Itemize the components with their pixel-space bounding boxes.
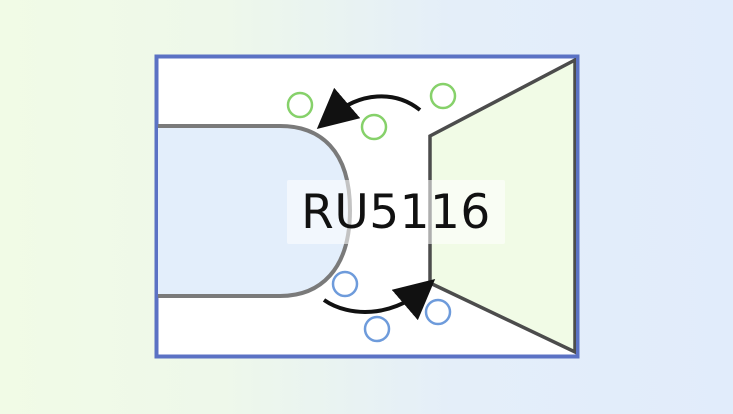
curved-arrow-left-icon bbox=[316, 87, 422, 130]
curved-arrow-right-icon bbox=[322, 278, 436, 321]
center-label: RU5116 bbox=[301, 184, 491, 240]
blue-circle bbox=[363, 315, 391, 343]
label-box: RU5116 bbox=[287, 180, 505, 244]
blue-circle bbox=[424, 298, 452, 326]
green-circle bbox=[429, 82, 457, 110]
blue-circle bbox=[331, 270, 359, 298]
green-circle bbox=[360, 113, 388, 141]
green-circle bbox=[286, 91, 314, 119]
